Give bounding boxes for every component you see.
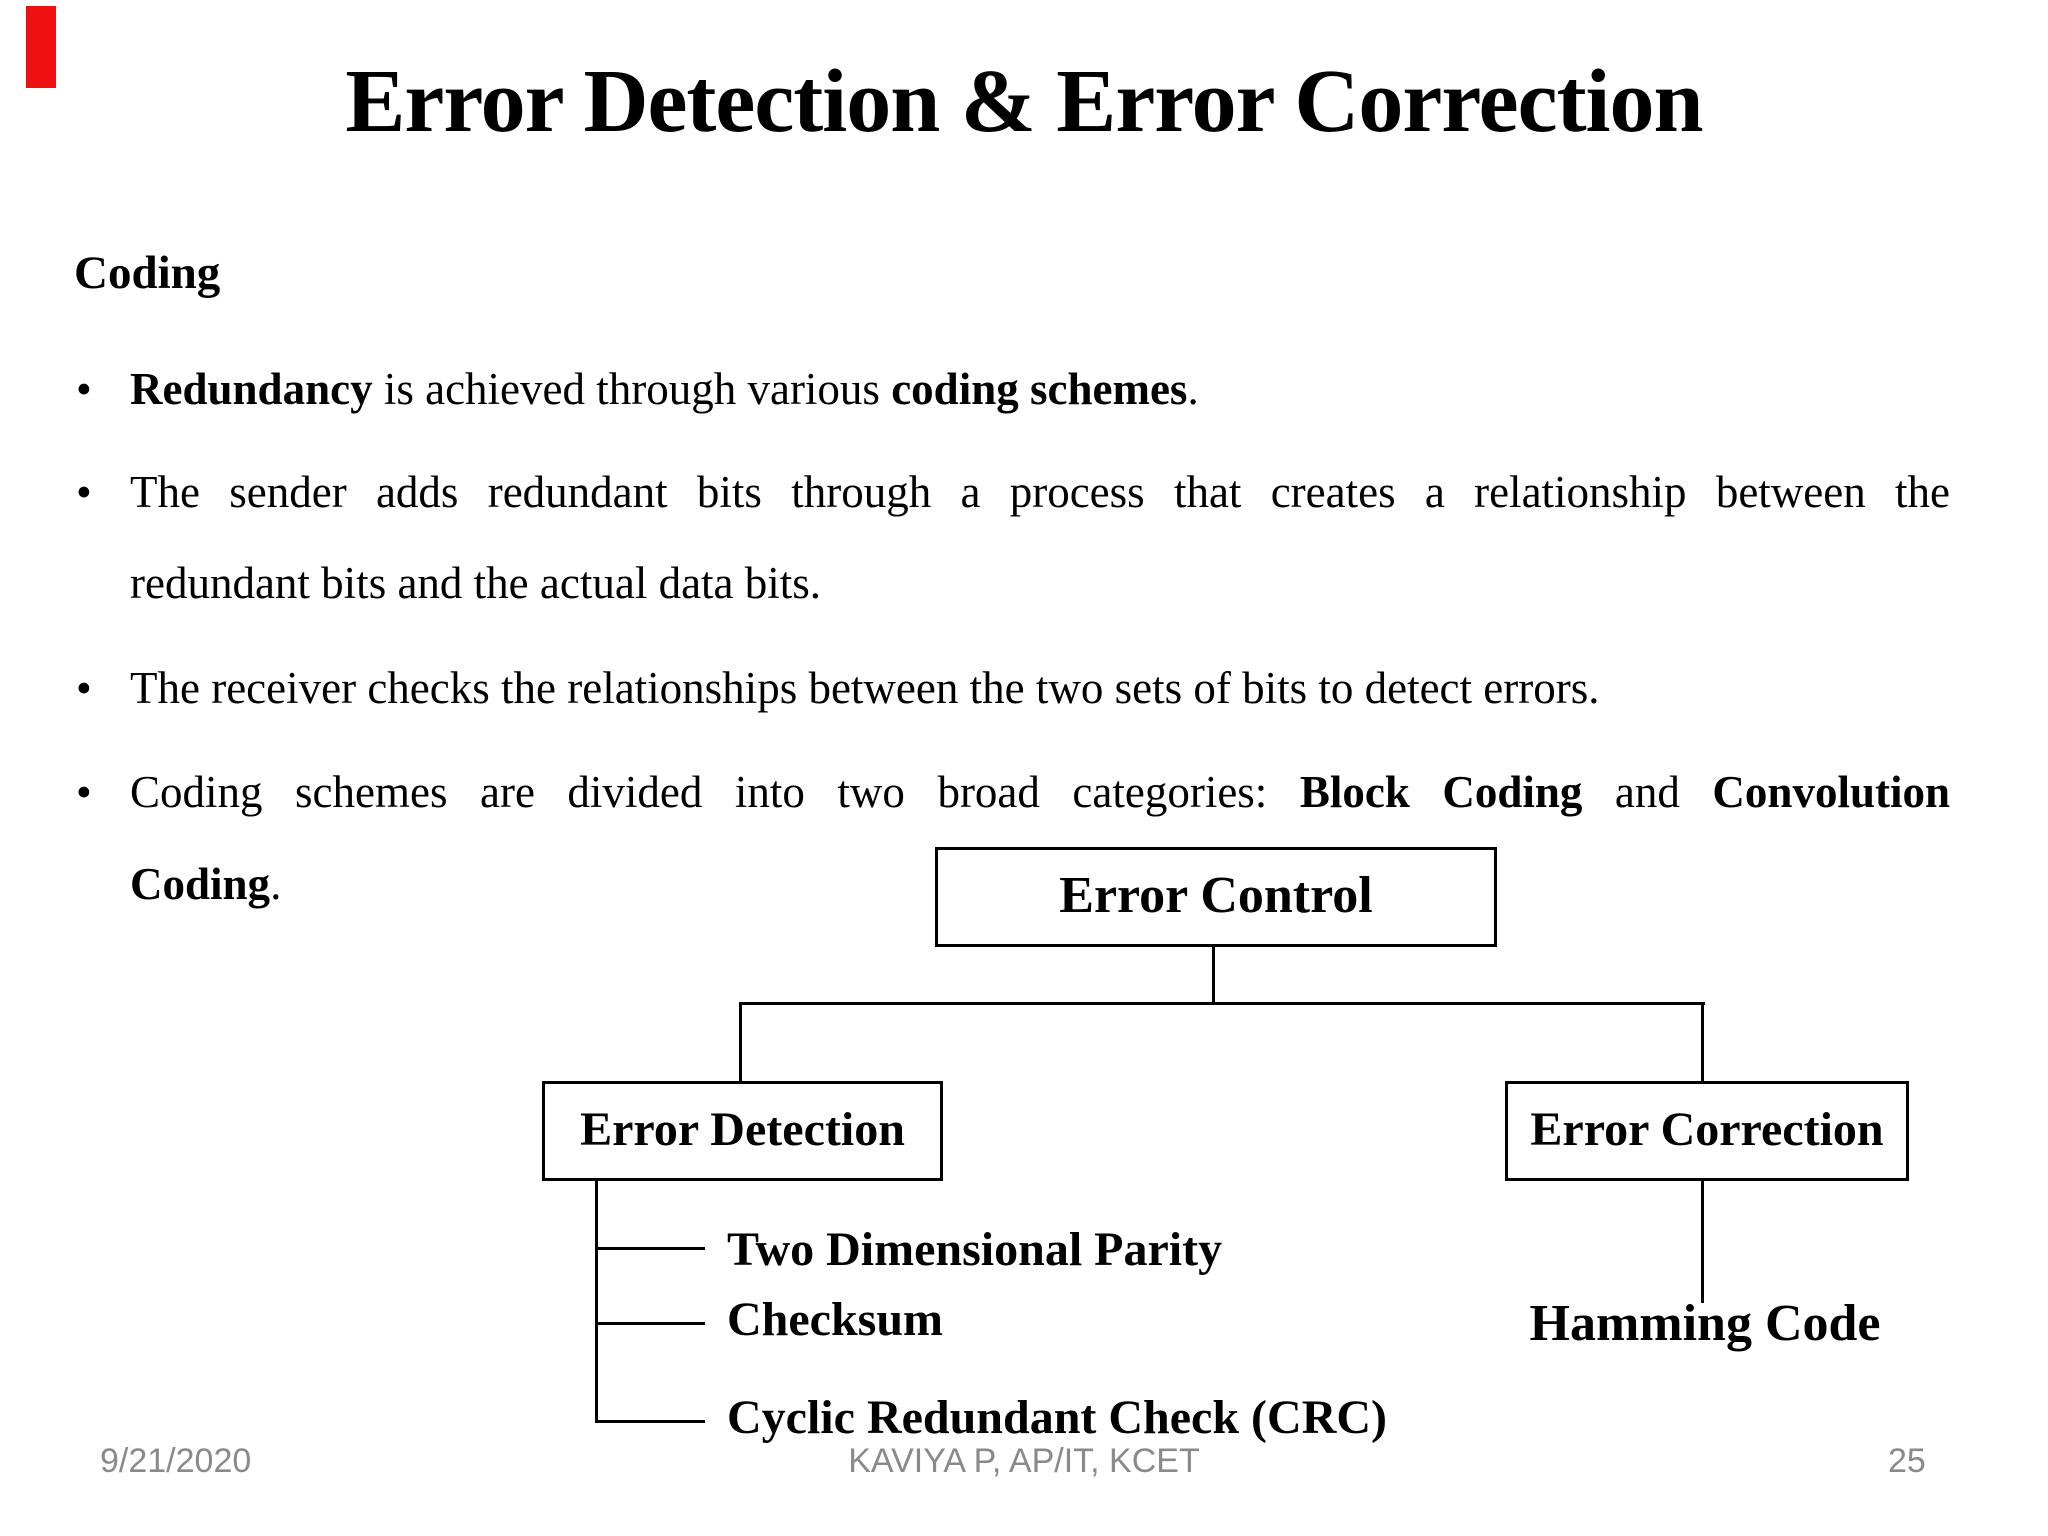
connector-line [1701,1175,1704,1303]
error-detection-box: Error Detection [542,1081,943,1181]
slide-title: Error Detection & Error Correction [345,52,1703,151]
leaf-checksum: Checksum [727,1293,944,1346]
bullet-line: The sender adds redundant bits through a… [130,467,1950,517]
connector-line [595,1175,598,1423]
error-control-box: Error Control [935,847,1497,947]
connector-line [595,1322,705,1325]
bullet-line: Coding schemes are divided into two broa… [130,767,1950,817]
footer-date: 9/21/2020 [100,1442,252,1480]
connector-line [595,1247,705,1250]
connector-line [595,1420,705,1423]
bullet-line: The receiver checks the relationships be… [130,663,1600,713]
bullet-line: redundant bits and the actual data bits. [130,558,822,608]
footer-author: KAVIYA P, AP/IT, KCET [848,1442,1200,1480]
leaf-two-dimensional-parity: Two Dimensional Parity [727,1223,1223,1276]
connector-line [1701,1002,1704,1084]
footer-page-number: 25 [1888,1442,1926,1480]
bullet-dot: • [76,767,92,817]
bullet-line: Redundancy is achieved through various c… [130,364,1199,414]
bullet-dot: • [76,467,92,517]
leaf-crc: Cyclic Redundant Check (CRC) [727,1391,1387,1444]
bullet-line: Coding. [130,859,282,909]
connector-line [739,1002,742,1084]
leaf-hamming-code: Hamming Code [1529,1295,1881,1352]
connector-line [1212,941,1215,1005]
bullet-dot: • [76,364,92,414]
coding-heading: Coding [74,247,221,299]
error-correction-box: Error Correction [1505,1081,1909,1181]
connector-line [739,1002,1705,1005]
bullet-dot: • [76,663,92,713]
red-marker [26,6,56,88]
